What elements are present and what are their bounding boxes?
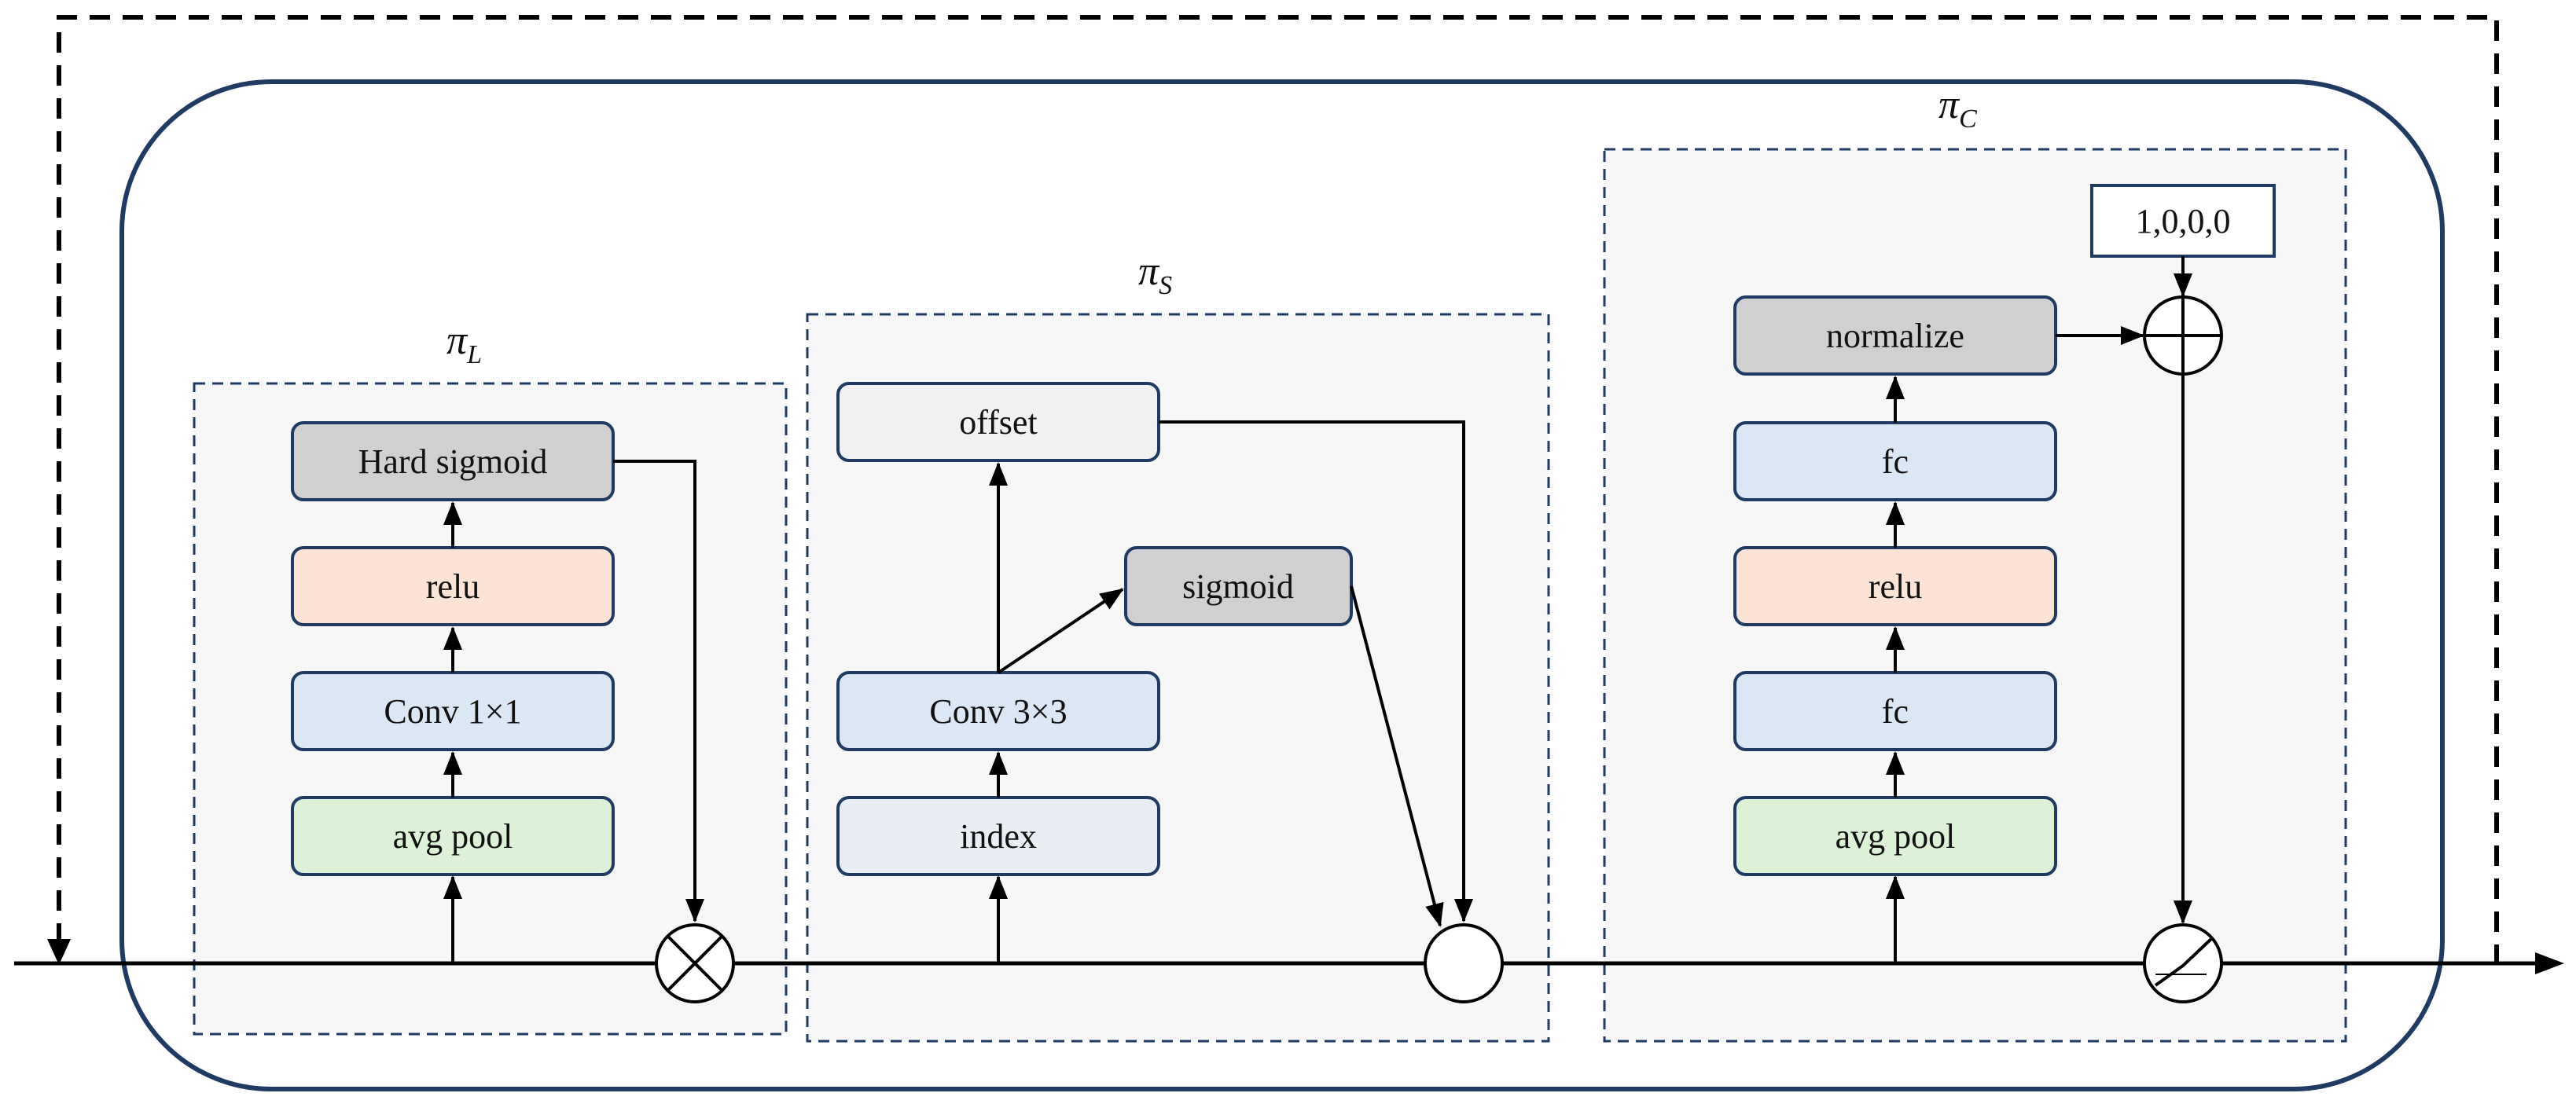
avg-pool-label-right: avg pool	[1836, 817, 1956, 856]
relu-label-right: relu	[1869, 567, 1922, 606]
multiply-operator-icon	[655, 923, 735, 1003]
combine-operator-icon	[1424, 923, 1504, 1003]
hard-sigmoid-label: Hard sigmoid	[358, 442, 548, 481]
arrow-conv3x3-to-sigmoid	[997, 588, 1124, 674]
relu-label-left: relu	[426, 567, 480, 606]
normalize-label: normalize	[1826, 317, 1964, 355]
skip-connection	[57, 15, 2499, 965]
arrow-hardsigmoid-to-multiply	[613, 460, 704, 922]
activation-operator-icon	[2143, 923, 2223, 1003]
offset-label: offset	[959, 403, 1037, 442]
section-title-task: πC	[1938, 83, 1977, 134]
sigmoid-label: sigmoid	[1182, 567, 1294, 606]
init-vector-box	[2090, 184, 2276, 258]
main-feature-arrowhead	[2535, 952, 2564, 974]
index-label: index	[960, 817, 1037, 856]
dynamic-head-block	[119, 79, 2445, 1091]
avg-pool-label-left: avg pool	[393, 817, 513, 856]
arrow-sigmoid-to-combine	[1350, 585, 1444, 927]
arrow-offset-to-combine	[1159, 420, 1473, 922]
conv-1x1-label: Conv 1×1	[384, 692, 521, 731]
fc-label-top: fc	[1882, 442, 1909, 481]
skip-connection-arrowhead	[47, 939, 71, 965]
conv-3x3-label: Conv 3×3	[929, 692, 1067, 731]
init-vector-label: 1,0,0,0	[2136, 202, 2231, 240]
section-title-spatial: πS	[1138, 249, 1172, 300]
section-title-scale: πL	[446, 318, 482, 369]
add-operator-icon	[2143, 295, 2223, 376]
fc-label-bottom: fc	[1882, 692, 1909, 731]
